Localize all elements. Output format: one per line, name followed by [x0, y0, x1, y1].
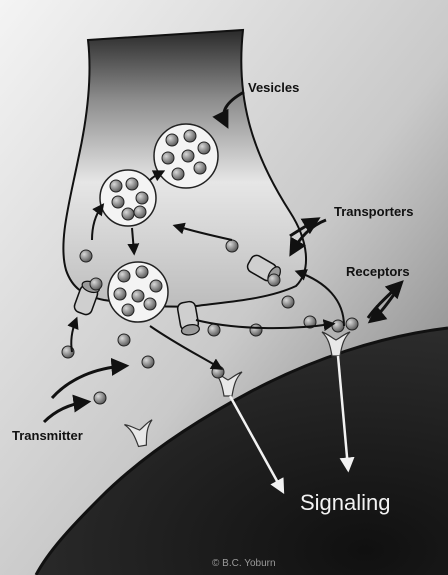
vesicle [100, 170, 156, 226]
label-transporters: Transporters [334, 204, 413, 219]
label-receptors: Receptors [346, 264, 410, 279]
label-signaling: Signaling [300, 490, 391, 516]
copyright-text: © B.C. Yoburn [212, 558, 276, 569]
vesicle [108, 262, 168, 322]
label-transmitter: Transmitter [12, 428, 83, 443]
vesicle [154, 124, 218, 188]
label-vesicles: Vesicles [248, 80, 299, 95]
